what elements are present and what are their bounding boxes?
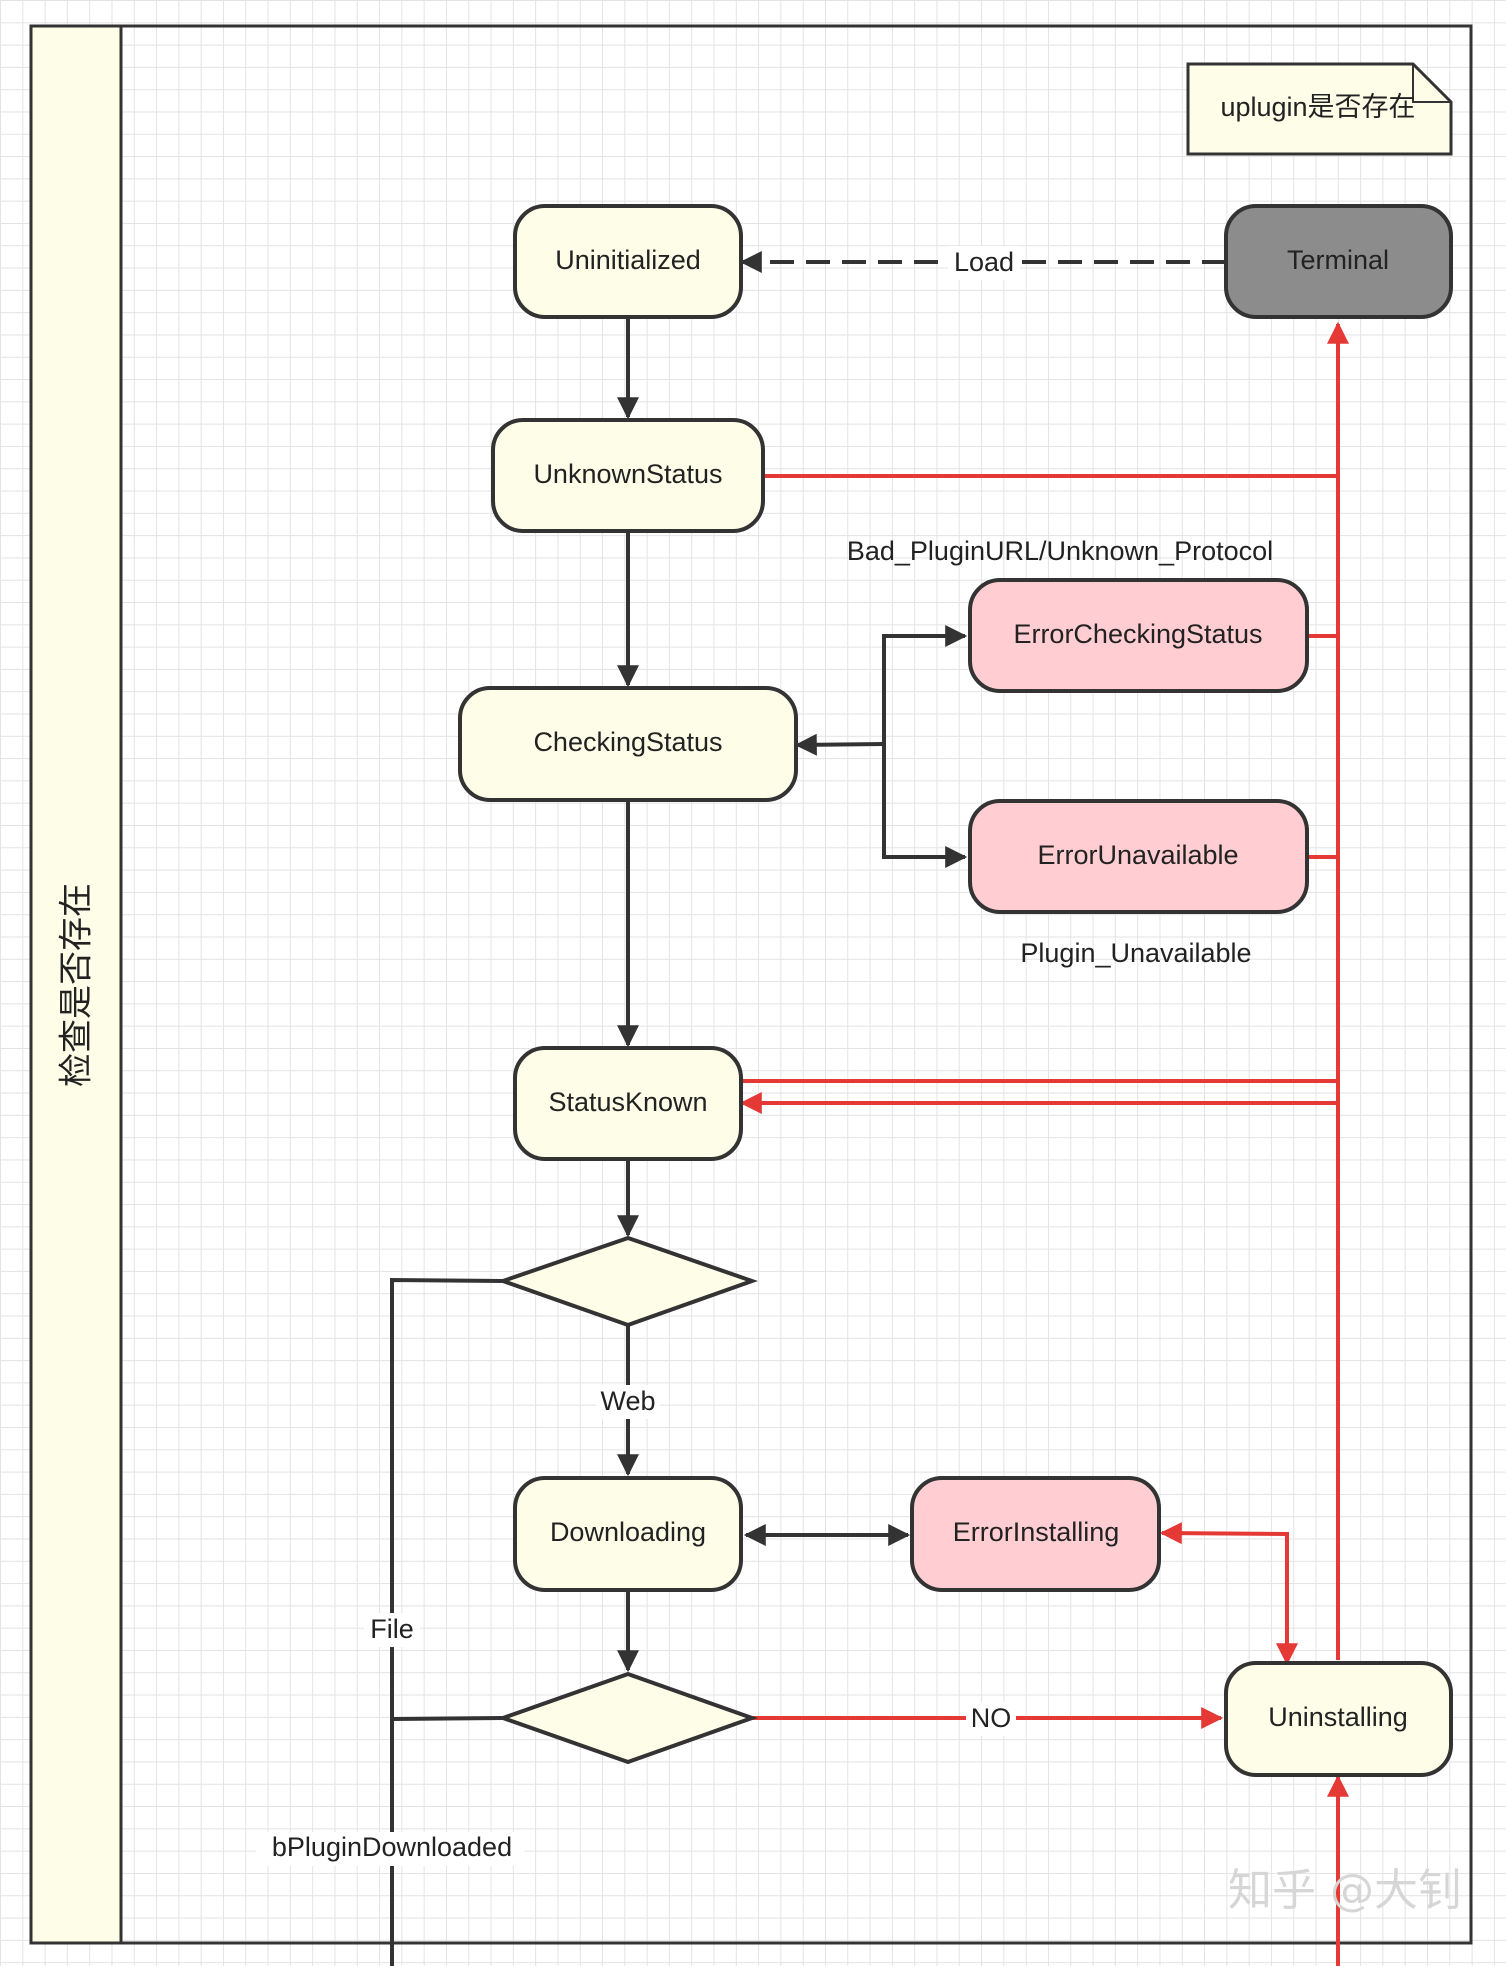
no-label: NO — [971, 1703, 1012, 1733]
edge-checking-to-error-unavailable — [882, 744, 968, 868]
node-uninstalling-label: Uninstalling — [1268, 1702, 1408, 1732]
node-error-installing-shape — [910, 1476, 1161, 1592]
node-uninstalling-shape — [1224, 1661, 1453, 1777]
node-unknown-status: UnknownStatus — [491, 418, 765, 533]
note: uplugin是否存在 — [1186, 62, 1453, 156]
edge-errors-to-checking — [794, 733, 885, 756]
decision-download-source — [496, 1235, 759, 1328]
node-error-installing-label: ErrorInstalling — [953, 1517, 1120, 1547]
node-status-known-label: StatusKnown — [548, 1087, 707, 1117]
node-error-installing: ErrorInstalling — [910, 1476, 1161, 1592]
node-unknown-status-label: UnknownStatus — [533, 459, 722, 489]
node-checking-status: CheckingStatus — [458, 686, 798, 802]
web-label-bg — [596, 1385, 660, 1419]
bplugindownloaded-label: bPluginDownloaded — [272, 1832, 512, 1862]
file-label-bg — [364, 1613, 420, 1647]
node-downloading-label: Downloading — [550, 1517, 706, 1547]
note-text: uplugin是否存在 — [1220, 92, 1415, 122]
web-label: Web — [600, 1386, 655, 1416]
node-status-known-shape — [513, 1046, 743, 1161]
node-status-known: StatusKnown — [513, 1046, 743, 1161]
node-checking-status-label: CheckingStatus — [533, 727, 722, 757]
load-label-bg — [948, 246, 1020, 280]
node-error-checking-status: ErrorCheckingStatus — [968, 578, 1309, 693]
node-terminal-shape — [1224, 204, 1453, 319]
node-error-checking-status-label: ErrorCheckingStatus — [1013, 619, 1262, 649]
node-unknown-status-shape — [491, 418, 765, 533]
load-label: Load — [954, 247, 1014, 277]
node-checking-status-shape — [458, 686, 798, 802]
lane-label: 检查是否存在 — [57, 883, 97, 1087]
lane-header — [29, 24, 123, 1945]
edge-decision2-file — [391, 1716, 504, 1721]
edge-labels: Load Bad_PluginURL/Unknown_Protocol Plug… — [256, 246, 1273, 1866]
watermark: 知乎 @大钊 — [1228, 1865, 1462, 1916]
file-label: File — [370, 1614, 414, 1644]
node-uninitialized-label: Uninitialized — [555, 245, 701, 275]
note-shape — [1186, 62, 1453, 156]
node-error-unavailable: ErrorUnavailable — [968, 799, 1309, 914]
node-error-unavailable-label: ErrorUnavailable — [1037, 840, 1238, 870]
bplugindownloaded-label-bg — [256, 1832, 524, 1866]
node-downloading: Downloading — [513, 1476, 743, 1592]
edge-errorinstalling-uninstalling — [1159, 1522, 1298, 1666]
edge-file — [390, 1277, 504, 1966]
node-uninitialized: Uninitialized — [513, 204, 743, 319]
node-terminal-label: Terminal — [1287, 245, 1389, 275]
no-label-bg — [966, 1702, 1016, 1736]
decision-plugin-downloaded — [496, 1671, 758, 1765]
edge-uninstalling-statusknown — [739, 1092, 1340, 1660]
edges — [390, 251, 1349, 1966]
nodes: Uninitialized Terminal UnknownStatus Err… — [458, 204, 1453, 1777]
edge-checking-to-error-checking — [882, 625, 968, 744]
node-uninitialized-shape — [513, 204, 743, 319]
swimlane-pool: 检查是否存在 — [29, 24, 1473, 1945]
bad-plugin-url-label: Bad_PluginURL/Unknown_Protocol — [847, 536, 1273, 566]
plugin-unavailable-label: Plugin_Unavailable — [1020, 938, 1251, 968]
node-error-unavailable-shape — [968, 799, 1309, 914]
node-downloading-shape — [513, 1476, 743, 1592]
node-terminal: Terminal — [1224, 204, 1453, 319]
node-uninstalling: Uninstalling — [1224, 1661, 1453, 1777]
note-fold — [1412, 64, 1451, 103]
node-error-checking-status-shape — [968, 578, 1309, 693]
